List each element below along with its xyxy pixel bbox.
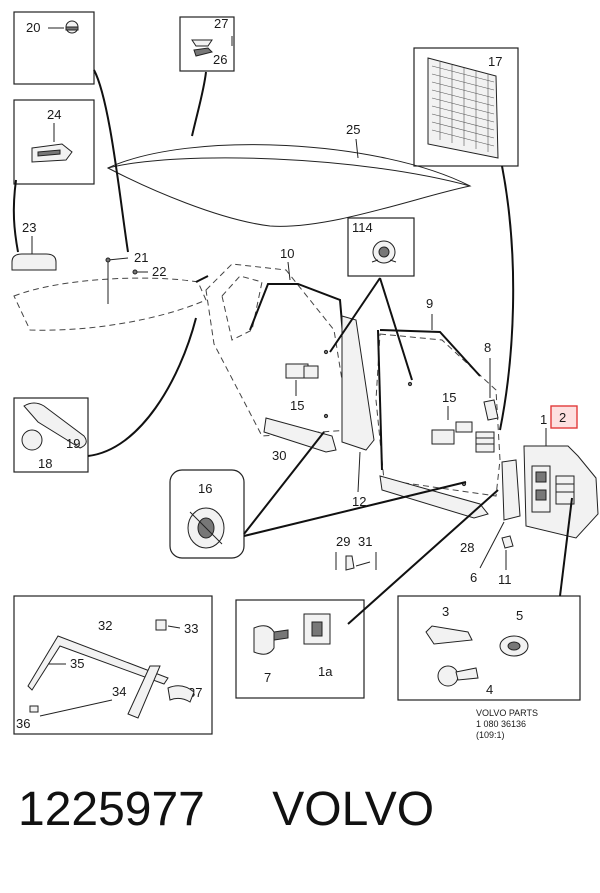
callout-17: 17 <box>488 54 502 69</box>
callout-33: 33 <box>184 621 198 636</box>
callout-26: 26 <box>213 52 227 67</box>
callout-22: 22 <box>152 264 166 279</box>
headlining-25: 25 <box>106 122 472 227</box>
callout-34: 34 <box>112 684 126 699</box>
callout-25: 25 <box>346 122 360 137</box>
switch-panel-small <box>475 431 495 453</box>
callout-32: 32 <box>98 618 112 633</box>
inset-box-32-37: 32 33 35 34 37 36 <box>13 595 213 735</box>
inset-box-29-31: 29 31 <box>335 534 377 571</box>
inset-box-19-18: 19 18 <box>13 397 89 473</box>
exploded-parts-diagram: 20 27 26 17 24 <box>11 11 599 740</box>
part-8: 8 <box>483 340 499 421</box>
callout-28: 28 <box>460 540 474 555</box>
inset-box-20: 20 <box>13 11 95 85</box>
inset-box-16: 16 <box>169 469 245 559</box>
callout-30: 30 <box>272 448 286 463</box>
callout-24: 24 <box>47 107 61 122</box>
callout-36: 36 <box>16 716 30 731</box>
part-number: 1225977 <box>18 783 205 836</box>
callout-3: 3 <box>442 604 449 619</box>
callout-6: 6 <box>470 570 477 585</box>
source-note-line2: 1 080 36136 <box>476 719 526 729</box>
callout-7: 7 <box>264 670 271 685</box>
source-note: VOLVO PARTS 1 080 36136 (109:1) <box>476 708 538 740</box>
callout-11: 11 <box>498 572 512 587</box>
inset-box-7-1a: 7 1a <box>235 599 365 699</box>
callout-19: 19 <box>66 436 80 451</box>
roof-outline: 21 22 <box>13 250 207 331</box>
callout-1: 1 <box>540 412 547 427</box>
source-note-line1: VOLVO PARTS <box>476 708 538 718</box>
inset-box-24: 24 <box>13 99 95 185</box>
callout-18: 18 <box>38 456 52 471</box>
callout-1a: 1a <box>318 664 333 679</box>
front-door-panel: 10 15 30 <box>205 246 353 463</box>
callout-27: 27 <box>214 16 228 31</box>
callout-5: 5 <box>516 608 523 623</box>
callout-21: 21 <box>134 250 148 265</box>
footer-bar: 1225977 VOLVO <box>18 782 588 854</box>
source-note-line3: (109:1) <box>476 730 505 740</box>
callout-15-front: 15 <box>290 398 304 413</box>
callout-2: 2 <box>559 410 566 425</box>
callout-10: 10 <box>280 246 294 261</box>
callout-31: 31 <box>358 534 372 549</box>
door-trim-panel-1-2: 1 2 6 11 <box>470 405 599 587</box>
callout-4: 4 <box>486 682 493 697</box>
rear-door-panel: 9 15 28 <box>375 296 501 555</box>
callout-23: 23 <box>22 220 36 235</box>
callout-114: 114 <box>352 220 373 235</box>
callout-8: 8 <box>484 340 491 355</box>
inset-box-114: 114 <box>347 217 415 277</box>
callout-16: 16 <box>198 481 212 496</box>
callout-35: 35 <box>70 656 84 671</box>
inset-box-17: 17 <box>413 47 519 167</box>
callout-29: 29 <box>336 534 350 549</box>
highlighted-callout-box <box>550 405 578 429</box>
inset-box-27-26: 27 26 <box>179 16 235 72</box>
callout-20: 20 <box>26 20 40 35</box>
leader-lines <box>12 69 573 625</box>
callout-15-rear: 15 <box>442 390 456 405</box>
callout-9: 9 <box>426 296 433 311</box>
callout-12: 12 <box>352 494 366 509</box>
pillar-trim-12: 12 <box>341 315 375 509</box>
part-23: 23 <box>11 220 57 271</box>
inset-box-3-5-4: 3 5 4 <box>397 595 581 701</box>
brand-name: VOLVO <box>272 783 435 836</box>
